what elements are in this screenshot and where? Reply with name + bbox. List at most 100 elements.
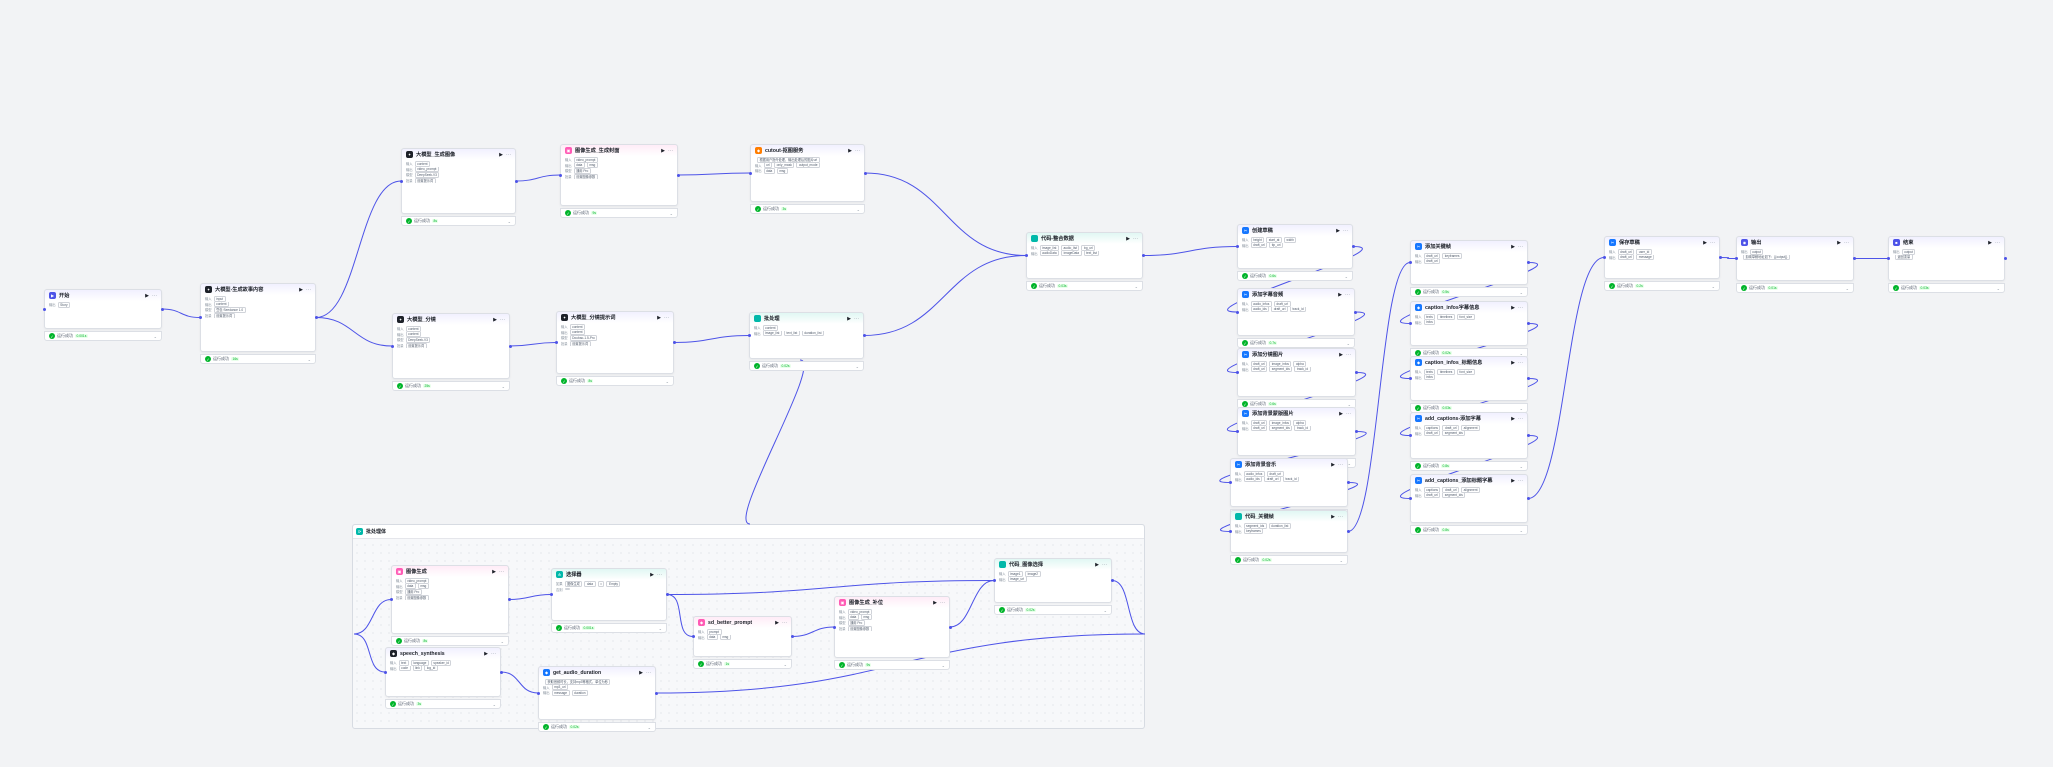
chevron-down-icon[interactable]: ⌄: [783, 661, 787, 667]
node-port[interactable]: [1526, 322, 1530, 325]
more-options-icon[interactable]: ···: [1346, 351, 1351, 358]
chevron-down-icon[interactable]: ⌄: [1339, 557, 1343, 563]
chevron-down-icon[interactable]: ⌄: [856, 206, 860, 212]
chevron-down-icon[interactable]: ⌄: [1346, 340, 1350, 346]
node-port[interactable]: [1235, 310, 1239, 314]
node-status-bar[interactable]: ✓ 运行成功 0.02s ⌄: [538, 722, 656, 732]
chevron-down-icon[interactable]: ⌄: [1347, 401, 1351, 407]
node-port[interactable]: [42, 307, 46, 311]
more-options-icon[interactable]: ···: [1338, 513, 1343, 520]
node-b-audio-duration[interactable]: ◆ get_audio_duration ▶ ··· 获取音频时长，支持mp3等…: [538, 666, 656, 720]
node-port[interactable]: [1526, 261, 1530, 264]
node-port[interactable]: [514, 179, 518, 183]
chevron-down-icon[interactable]: ⌄: [647, 724, 651, 730]
run-node-icon[interactable]: ▶: [847, 315, 851, 322]
connection-edge[interactable]: [673, 335, 750, 343]
chevron-down-icon[interactable]: ⌄: [1347, 460, 1351, 466]
chevron-down-icon[interactable]: ⌄: [1711, 283, 1715, 289]
run-node-icon[interactable]: ▶: [1988, 239, 1992, 246]
node-port[interactable]: [654, 691, 658, 695]
chevron-down-icon[interactable]: ⌄: [153, 333, 157, 339]
node-port[interactable]: [1408, 377, 1412, 380]
node-status-bar[interactable]: ✓ 运行成功 8s ⌄: [391, 636, 509, 646]
node-port[interactable]: [1718, 256, 1722, 259]
chevron-down-icon[interactable]: ⌄: [1996, 285, 2000, 291]
node-port[interactable]: [383, 670, 387, 674]
run-node-icon[interactable]: ▶: [1703, 239, 1707, 246]
connection-edge[interactable]: [677, 172, 751, 176]
node-port[interactable]: [1346, 481, 1350, 484]
run-node-icon[interactable]: ▶: [1331, 461, 1335, 468]
chevron-down-icon[interactable]: ⌄: [1519, 289, 1523, 295]
more-options-icon[interactable]: ···: [1518, 477, 1523, 484]
node-port[interactable]: [160, 307, 164, 311]
run-node-icon[interactable]: ▶: [1511, 304, 1515, 311]
connection-edge[interactable]: [745, 359, 805, 525]
chevron-down-icon[interactable]: ⌄: [1134, 283, 1138, 289]
node-status-bar[interactable]: ✓ 运行成功 0.8s ⌄: [1410, 525, 1528, 535]
node-status-bar[interactable]: ✓ 运行成功 0.02s ⌄: [749, 361, 864, 371]
run-node-icon[interactable]: ▶: [1095, 561, 1099, 568]
more-options-icon[interactable]: ···: [1518, 359, 1523, 366]
run-node-icon[interactable]: ▶: [933, 599, 937, 606]
node-port[interactable]: [1235, 371, 1239, 374]
more-options-icon[interactable]: ···: [1518, 243, 1523, 250]
node-port[interactable]: [1346, 530, 1350, 533]
node-port[interactable]: [1228, 481, 1232, 484]
run-node-icon[interactable]: ▶: [493, 316, 497, 323]
node-port[interactable]: [992, 579, 996, 582]
more-options-icon[interactable]: ···: [1518, 415, 1523, 422]
chevron-down-icon[interactable]: ⌄: [855, 363, 859, 369]
node-status-bar[interactable]: ✓ 运行成功 0.01s ⌄: [1736, 283, 1854, 293]
more-options-icon[interactable]: ···: [1345, 291, 1350, 298]
more-options-icon[interactable]: ···: [646, 669, 651, 676]
chevron-down-icon[interactable]: ⌄: [665, 378, 669, 384]
node-port[interactable]: [1408, 322, 1412, 325]
node-status-bar[interactable]: ✓ 运行成功 0.02s ⌄: [994, 605, 1112, 615]
run-node-icon[interactable]: ▶: [1511, 359, 1515, 366]
node-status-bar[interactable]: ✓ 运行成功 9s ⌄: [560, 208, 678, 218]
run-node-icon[interactable]: ▶: [848, 147, 852, 154]
more-options-icon[interactable]: ···: [499, 568, 504, 575]
chevron-down-icon[interactable]: ⌄: [1103, 607, 1107, 613]
node-port[interactable]: [1526, 377, 1530, 380]
node-port[interactable]: [948, 625, 952, 629]
more-options-icon[interactable]: ···: [1338, 461, 1343, 468]
node-port[interactable]: [2003, 257, 2007, 260]
node-port[interactable]: [1886, 257, 1890, 260]
run-node-icon[interactable]: ▶: [145, 292, 149, 299]
run-node-icon[interactable]: ▶: [492, 568, 496, 575]
more-options-icon[interactable]: ···: [1518, 304, 1523, 311]
node-port[interactable]: [1852, 257, 1856, 260]
node-status-bar[interactable]: ✓ 运行成功 0.6s ⌄: [1237, 271, 1353, 281]
chevron-down-icon[interactable]: ⌄: [941, 662, 945, 668]
run-node-icon[interactable]: ▶: [1511, 477, 1515, 484]
run-node-icon[interactable]: ▶: [661, 147, 665, 154]
node-port[interactable]: [1354, 371, 1358, 374]
node-port[interactable]: [549, 593, 553, 596]
node-status-bar[interactable]: ✓ 运行成功 0.001s ⌄: [551, 623, 667, 633]
node-port[interactable]: [554, 341, 558, 344]
node-port[interactable]: [1353, 310, 1357, 314]
node-port[interactable]: [1734, 257, 1738, 260]
run-node-icon[interactable]: ▶: [1511, 415, 1515, 422]
more-options-icon[interactable]: ···: [1995, 239, 2000, 246]
node-port[interactable]: [1235, 245, 1239, 248]
node-port[interactable]: [1235, 430, 1239, 433]
node-port[interactable]: [863, 171, 867, 175]
node-status-bar[interactable]: ✓ 运行成功 0.8s ⌄: [1410, 461, 1528, 471]
more-options-icon[interactable]: ···: [152, 292, 157, 299]
node-port[interactable]: [1526, 434, 1530, 437]
connection-edge[interactable]: [1719, 257, 1737, 259]
node-status-bar[interactable]: ✓ 运行成功 0.7s ⌄: [1237, 338, 1355, 348]
